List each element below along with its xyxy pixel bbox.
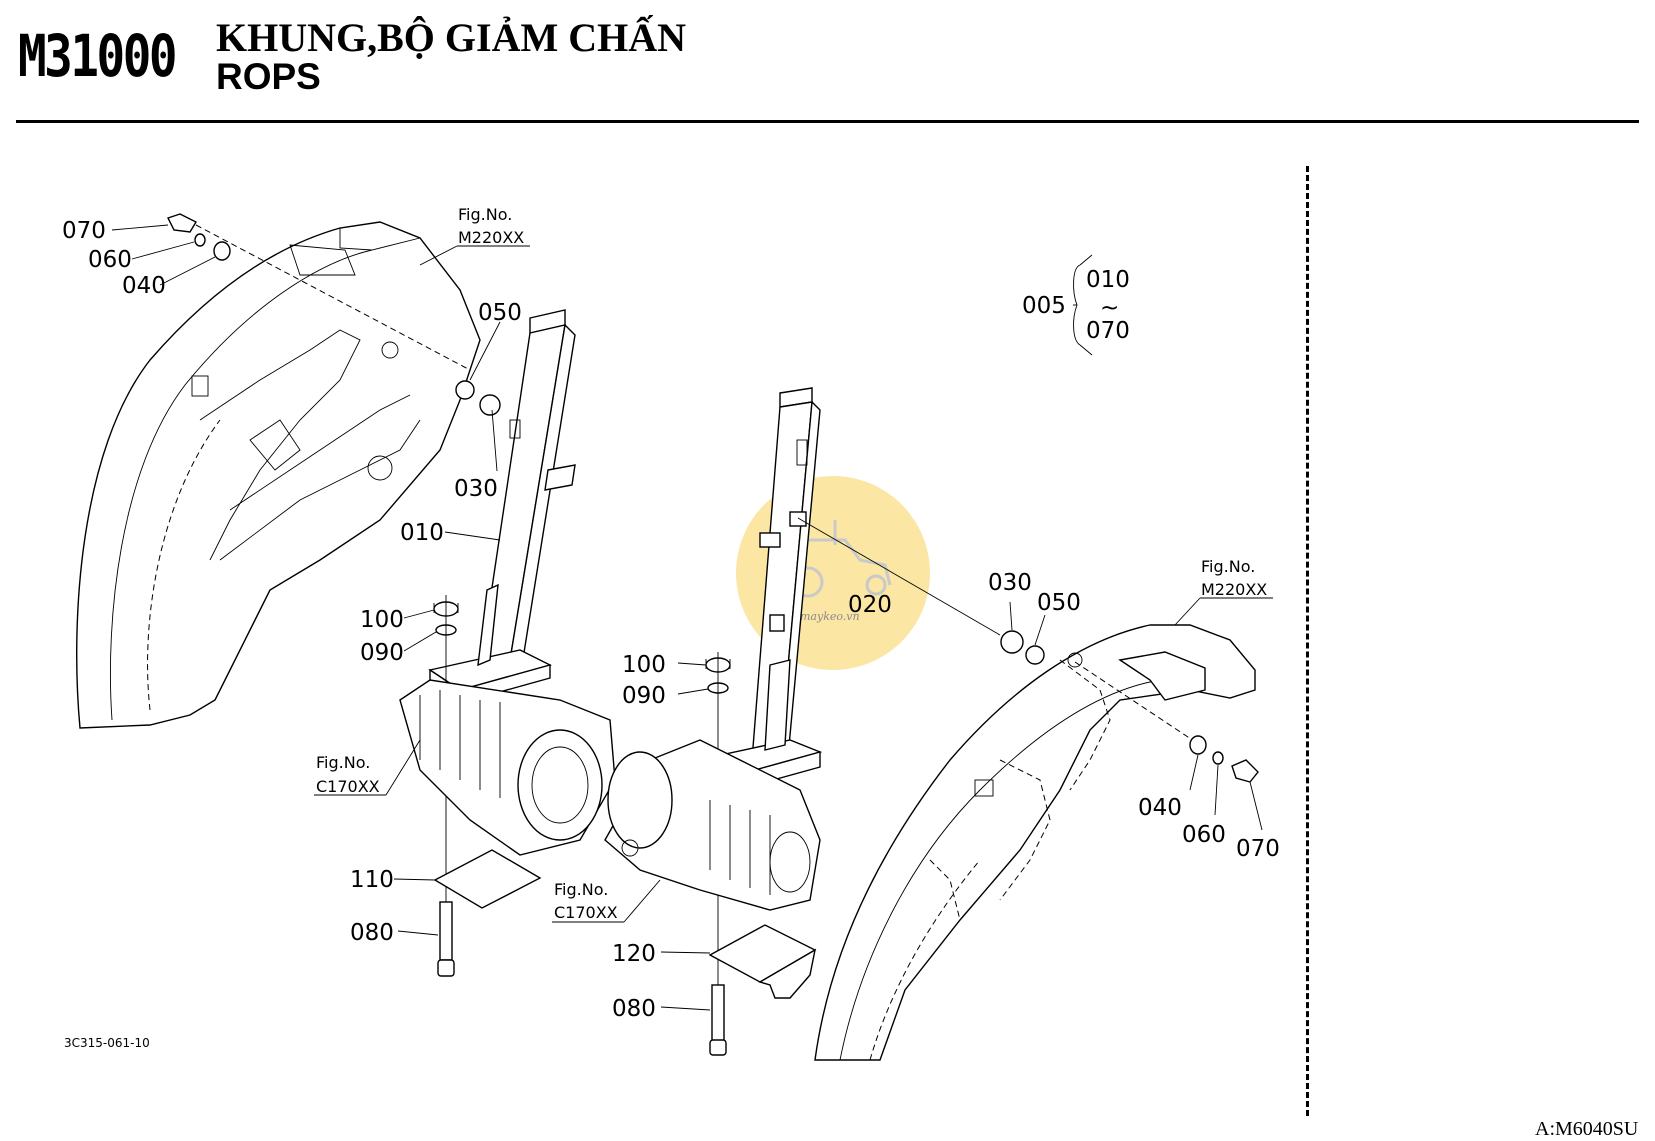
right-bolt-070 bbox=[1231, 759, 1259, 783]
fig-ref-housing-left: C170XX bbox=[316, 777, 380, 796]
header-rule bbox=[16, 120, 1639, 123]
label-100-left: 100 bbox=[360, 607, 404, 633]
left-plate-110 bbox=[433, 849, 542, 909]
section-subtitle: ROPS bbox=[216, 56, 321, 97]
page-divider bbox=[1306, 166, 1309, 1116]
model-code: A:M6040SU bbox=[1535, 1118, 1639, 1140]
right-fender bbox=[814, 624, 1256, 1061]
left-bush-030 bbox=[479, 394, 501, 416]
left-washer-060 bbox=[194, 233, 206, 247]
label-020: 020 bbox=[848, 592, 892, 618]
kit-range-from: 010 bbox=[1086, 267, 1130, 293]
label-060-left: 060 bbox=[88, 247, 132, 273]
fig-label-fender-right: Fig.No. bbox=[1201, 557, 1255, 576]
rops-post-left bbox=[428, 309, 576, 705]
label-120: 120 bbox=[612, 941, 656, 967]
right-washer-060 bbox=[1212, 751, 1224, 765]
right-plate-120 bbox=[708, 924, 817, 999]
label-070-left: 070 bbox=[62, 218, 106, 244]
fig-label-housing-right: Fig.No. bbox=[554, 880, 608, 899]
label-030-left: 030 bbox=[454, 476, 498, 502]
left-housing bbox=[399, 679, 616, 856]
label-090-left: 090 bbox=[360, 640, 404, 666]
label-090-right: 090 bbox=[622, 683, 666, 709]
right-spacer-050 bbox=[1025, 645, 1045, 665]
label-010: 010 bbox=[400, 520, 444, 546]
label-110: 110 bbox=[350, 867, 394, 893]
label-050-left: 050 bbox=[478, 300, 522, 326]
right-washer-040 bbox=[1189, 735, 1207, 755]
fig-ref-housing-right: C170XX bbox=[554, 903, 618, 922]
label-050-right: 050 bbox=[1037, 590, 1081, 616]
kit-range-tilde: ~ bbox=[1100, 295, 1119, 321]
fig-label-fender-left: Fig.No. bbox=[458, 205, 512, 224]
section-code: M31000 bbox=[18, 22, 177, 90]
right-housing bbox=[604, 739, 821, 911]
leader-lines bbox=[111, 224, 1273, 1011]
kit-number: 005 bbox=[1022, 293, 1066, 319]
label-080-right: 080 bbox=[612, 996, 656, 1022]
label-030-right: 030 bbox=[988, 570, 1032, 596]
watermark-text: maykeo.vn bbox=[800, 610, 860, 623]
kit-range-to: 070 bbox=[1086, 318, 1130, 344]
fig-label-housing-left: Fig.No. bbox=[316, 753, 370, 772]
left-washer-040 bbox=[213, 241, 231, 261]
right-bush-030 bbox=[1000, 630, 1024, 654]
label-070-right: 070 bbox=[1236, 836, 1280, 862]
label-040-right: 040 bbox=[1138, 795, 1182, 821]
section-title: KHUNG,BỘ GIẢM CHẤN bbox=[216, 15, 686, 60]
label-100-right: 100 bbox=[622, 652, 666, 678]
label-080-left: 080 bbox=[350, 920, 394, 946]
right-bolt-080 bbox=[709, 984, 727, 1056]
label-040-left: 040 bbox=[122, 273, 166, 299]
diagram-image-code: 3C315-061-10 bbox=[64, 1036, 150, 1050]
fig-ref-fender-left: M220XX bbox=[458, 228, 524, 247]
fig-ref-fender-right: M220XX bbox=[1201, 580, 1267, 599]
left-fender bbox=[76, 221, 481, 729]
left-bolt-080 bbox=[437, 901, 455, 977]
left-bolt-070 bbox=[167, 213, 197, 233]
label-060-right: 060 bbox=[1182, 822, 1226, 848]
left-spacer-050 bbox=[455, 380, 475, 400]
